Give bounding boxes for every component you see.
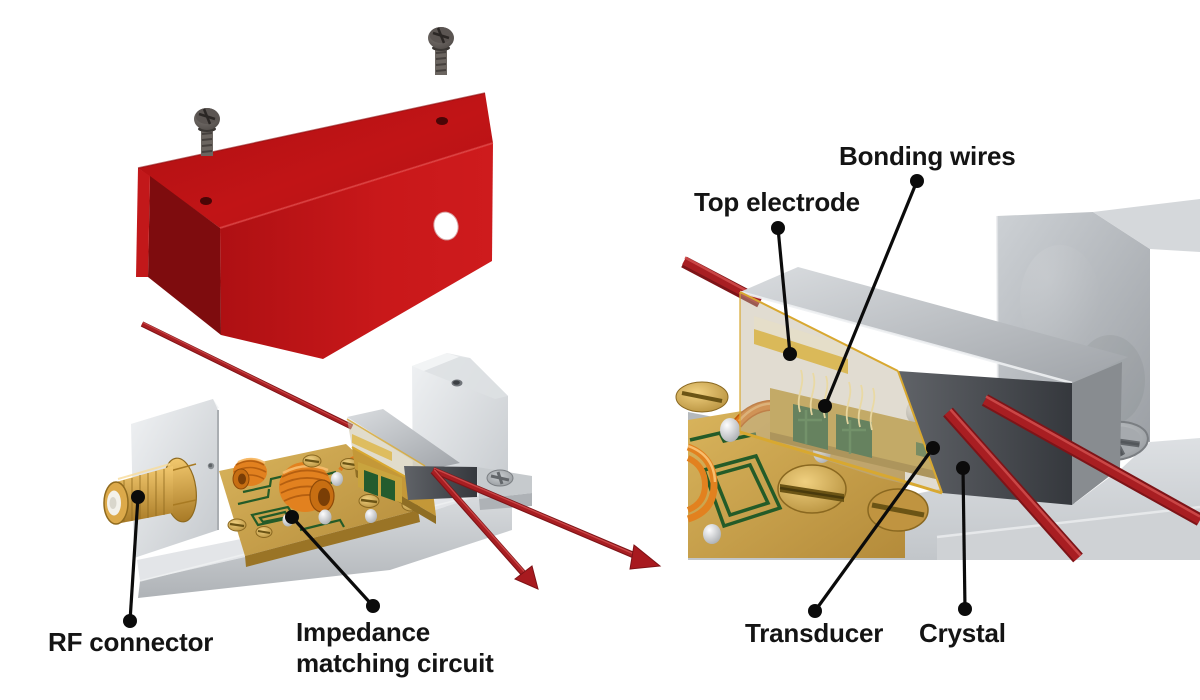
cover-screw-hole [200,197,212,205]
closeup-top-electrode [754,329,848,374]
label-rf-connector: RF connector [48,627,214,657]
laser-beam-incoming [140,321,354,430]
beam-arrowhead [629,544,662,570]
leader-crystal [961,467,967,610]
label-transducer: Transducer [745,618,884,648]
leader-bonding-wires [823,180,919,407]
leader-impedance [290,515,375,608]
leader-top-electrode [776,227,792,355]
laser-beams-outgoing [430,467,662,590]
transducer-electrode [836,414,872,458]
closeup-view [675,199,1200,563]
closeup-beams [943,394,1200,563]
closeup-bonding-wires [797,369,876,431]
cover-beam-hole [433,211,459,241]
leader-lines [128,180,967,622]
exploded-view [103,27,662,598]
red-cover [136,92,494,359]
label-top-electrode: Top electrode [694,187,860,217]
label-impedance-line1: Impedance [296,617,431,647]
closeup-screw-side [675,381,729,413]
top-electrode-strip [352,434,392,461]
label-impedance-line2: matching circuit [296,648,494,678]
crystal-front-face [898,371,1072,505]
closeup-crystal [739,267,1128,505]
label-impedance-matching: Impedance matching circuit [296,617,494,679]
leader-dots [123,174,972,628]
cover-screw-right [428,27,454,75]
closeup-gold-screw-1 [777,464,847,514]
closeup-coil [686,443,718,523]
cover-screw-hole [436,117,448,125]
transducer-electrode [793,404,828,450]
leader-rf-connector [128,496,140,622]
cover-screw-left [194,108,220,156]
base-phillips-screw [486,469,514,487]
inductor-coil-large [279,462,335,513]
crystal-top-plate [347,409,460,470]
leader-transducer [813,447,935,612]
inductor-coil-small [232,457,267,490]
beam-arrowhead [514,565,539,590]
label-crystal: Crystal [919,618,1006,648]
crystal-top-face [740,267,1128,383]
cover-inner-wall [148,176,221,335]
closeup-gold-screw-2 [867,488,929,532]
label-bonding-wires: Bonding wires [839,141,1016,171]
